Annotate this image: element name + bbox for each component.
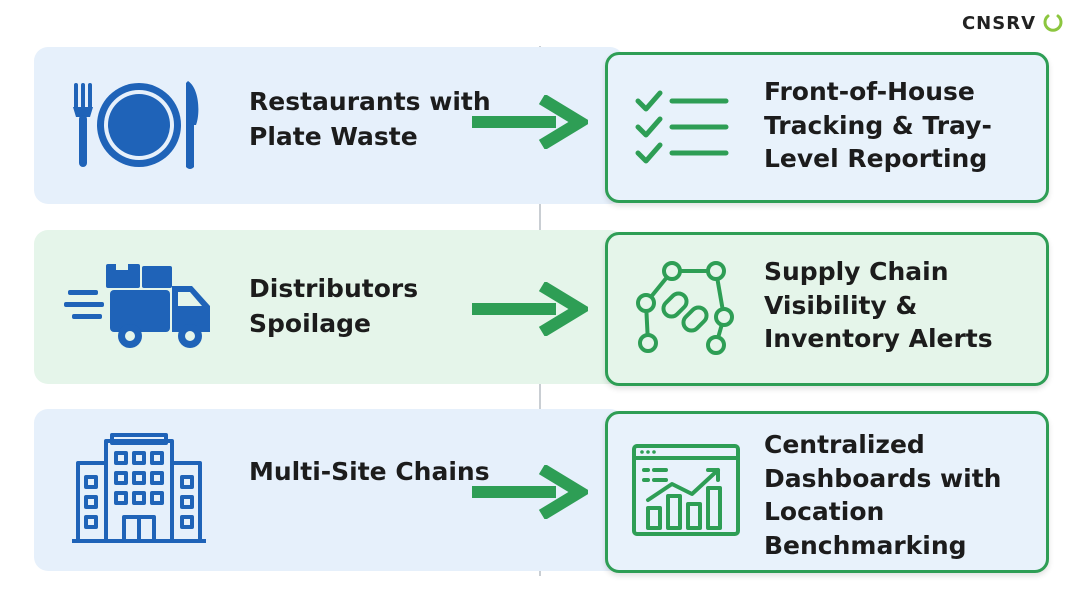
brand-name: CNSRV [961,12,1036,34]
row-multi-site: Multi-Site Chains [34,409,1049,573]
solution-box: Centralized Dashboards with Location Ben… [605,411,1049,573]
right-arrow-icon [472,465,588,519]
right-arrow-icon [472,95,588,149]
checklist-icon [635,90,729,164]
solution-label: Supply Chain Visibility & Inventory Aler… [764,257,993,353]
solution-label: Front-of-House Tracking & Tray-Level Rep… [764,77,992,173]
right-arrow-icon [472,282,588,336]
plate-utensils-icon [73,81,199,169]
row-distributors: Distributors Spoilage Supply Chain V [34,230,1049,386]
row-restaurants: Restaurants with Plate Waste Front-of-Ho… [34,47,1049,204]
brand-logo: CNSRV [962,12,1064,34]
chain-network-icon [636,261,734,355]
solution-box: Front-of-House Tracking & Tray-Level Rep… [605,52,1049,203]
analytics-dashboard-icon [632,444,740,536]
office-building-icon [72,433,206,543]
left-label: Distributors Spoilage [249,274,419,338]
solution-label: Centralized Dashboards with Location Ben… [764,430,1002,560]
open-ring-icon [1043,14,1063,32]
solution-box: Supply Chain Visibility & Inventory Aler… [605,232,1049,386]
delivery-truck-icon [64,262,210,348]
left-label: Restaurants with Plate Waste [249,87,491,151]
left-label: Multi-Site Chains [249,457,490,486]
